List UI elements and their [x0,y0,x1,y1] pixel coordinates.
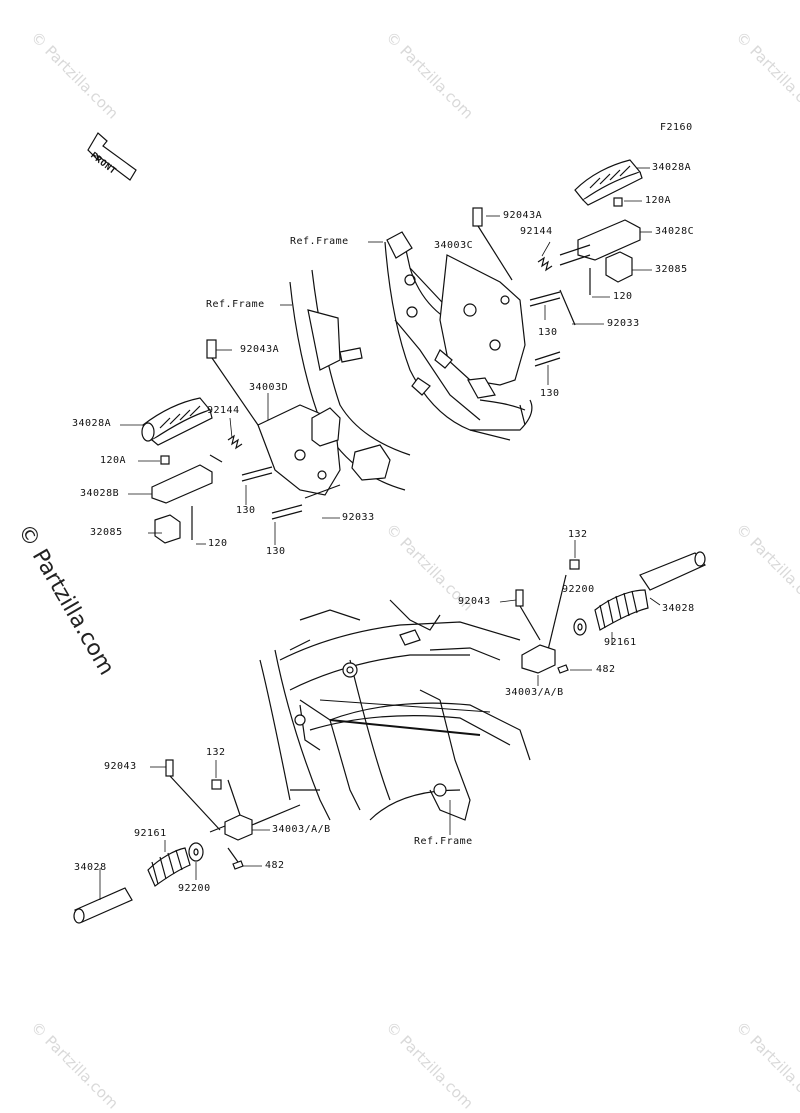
front-arrow-icon [87,132,137,181]
callout-92043A-left[interactable]: 92043A [240,344,280,355]
callout-92043A-right[interactable]: 92043A [503,210,543,221]
callout-92161-right[interactable]: 92161 [604,637,637,648]
callout-92144-left[interactable]: 92144 [207,405,240,416]
callout-32085-right[interactable]: 32085 [655,264,688,275]
callout-34028A-left[interactable]: 34028A [72,418,112,429]
callout-34028B[interactable]: 34028B [80,488,120,499]
callout-92161-left[interactable]: 92161 [134,828,167,839]
callout-92043-left[interactable]: 92043 [104,761,137,772]
callout-34028-left[interactable]: 34028 [74,862,107,873]
callout-120A-right[interactable]: 120A [645,195,672,206]
callout-34028A-right[interactable]: 34028A [652,162,692,173]
diagram-code: F2160 [660,122,693,133]
callout-92043-right[interactable]: 92043 [458,596,491,607]
callout-120-left[interactable]: 120 [208,538,228,549]
callout-34003D[interactable]: 34003D [249,382,289,393]
callout-34028-right[interactable]: 34028 [662,603,695,614]
callout-482-left[interactable]: 482 [265,860,285,871]
callout-34028C[interactable]: 34028C [655,226,695,237]
parts-diagram: © Partzilla.com © Partzilla.com © Partzi… [12,28,800,1113]
callout-132-right[interactable]: 132 [568,529,588,540]
footpeg-right-icon [574,159,643,206]
line-art [73,132,706,924]
callout-120A-left[interactable]: 120A [100,455,127,466]
callout-130-right-1[interactable]: 130 [538,327,558,338]
callout-ref-frame-bottom[interactable]: Ref.Frame [414,836,473,847]
callout-92200-right[interactable]: 92200 [562,584,595,595]
callout-34003AB-right[interactable]: 34003/A/B [505,687,564,698]
callout-ref-frame-left[interactable]: Ref.Frame [206,299,265,310]
callout-34003C[interactable]: 34003C [434,240,474,251]
callout-ref-frame-top[interactable]: Ref.Frame [290,236,349,247]
callout-132-left[interactable]: 132 [206,747,226,758]
callout-120-right[interactable]: 120 [613,291,633,302]
callout-130-left-2[interactable]: 130 [266,546,286,557]
callout-92144-right[interactable]: 92144 [520,226,553,237]
rubber-grip-left-icon [147,847,191,887]
callout-482-right[interactable]: 482 [596,664,616,675]
callout-92200-left[interactable]: 92200 [178,883,211,894]
callout-92033-right[interactable]: 92033 [607,318,640,329]
callout-34003AB-left[interactable]: 34003/A/B [272,824,331,835]
footpeg-left-icon [141,397,213,446]
callout-92033-left[interactable]: 92033 [342,512,375,523]
callout-130-right-2[interactable]: 130 [540,388,560,399]
rubber-grip-right-icon [594,589,649,631]
callout-32085-left[interactable]: 32085 [90,527,123,538]
callout-130-left-1[interactable]: 130 [236,505,256,516]
